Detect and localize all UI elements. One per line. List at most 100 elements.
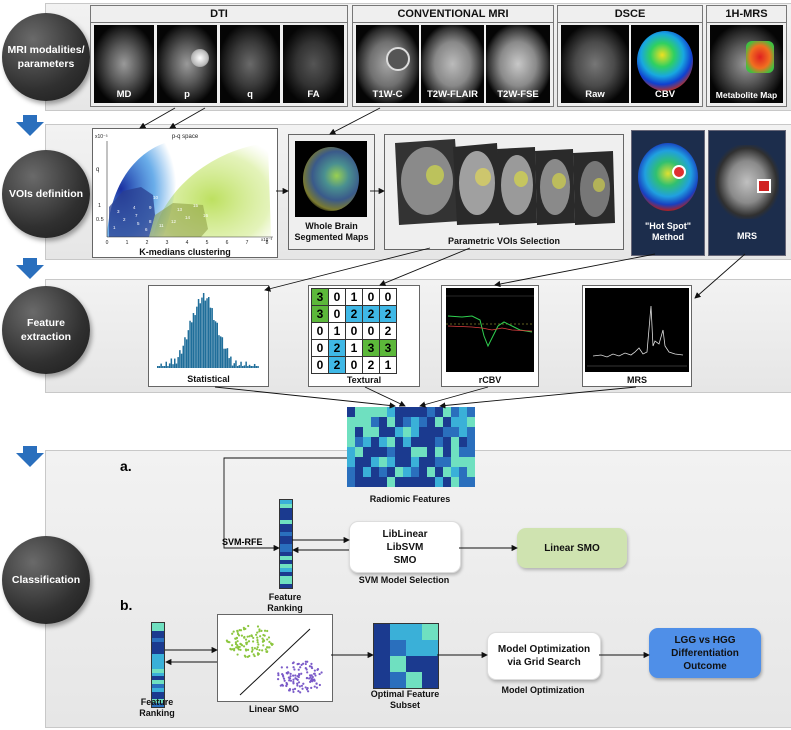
feature-cell: [152, 680, 164, 685]
feature-cell: [403, 467, 411, 477]
cluster-label: 2: [123, 217, 126, 222]
smo-point-green: [265, 646, 269, 649]
feature-cell: [152, 630, 164, 635]
thumb-p: p: [157, 25, 217, 103]
glcm-cell: 0: [311, 356, 329, 374]
thumb-t1wc-label: T1W-C: [372, 89, 403, 100]
segmented-map: [295, 141, 367, 217]
linear-smo-text: Linear SMO: [544, 542, 600, 554]
thumb-metabolite-map: Metabolite Map: [710, 25, 783, 103]
smo-point-green: [238, 645, 241, 649]
stage-arrows: [16, 115, 44, 467]
smo-point-purple: [296, 682, 299, 685]
histogram-bar: [257, 366, 259, 368]
smo-point-green: [236, 629, 239, 632]
feature-cell: [152, 699, 164, 704]
smo-point-green: [256, 652, 260, 655]
smo-point-purple: [281, 683, 284, 686]
smo-point-green: [237, 645, 240, 649]
smo-point-green: [242, 645, 246, 648]
feature-cell: [443, 457, 451, 467]
outcome-box: LGG vs HGG Differentiation Outcome: [649, 628, 761, 678]
model-optimization-box: Model Optimization via Grid Search: [487, 632, 601, 680]
glcm-cell: 0: [362, 288, 380, 306]
feature-cell: [411, 427, 419, 437]
feature-cell: [427, 427, 435, 437]
histogram-bar: [233, 363, 235, 368]
radiomic-features-map: [347, 407, 475, 487]
feature-cell: [363, 437, 371, 447]
feature-cell: [411, 417, 419, 427]
histogram-bar: [208, 297, 210, 368]
thumb-md: MD: [94, 25, 154, 103]
feature-cell: [435, 477, 443, 487]
panel-dsce-title: DSCE: [558, 6, 702, 23]
voi-slices-svg: [395, 139, 615, 225]
histogram-bar: [191, 322, 193, 368]
x-tick-label: 7: [246, 240, 249, 246]
smo-point-green: [235, 637, 238, 640]
feature-cell: [467, 437, 475, 447]
feature-cell: [280, 552, 292, 556]
feature-cell: [467, 467, 475, 477]
histogram-bar: [240, 361, 242, 368]
glcm-cell: 1: [345, 288, 363, 306]
histogram-bar: [204, 300, 207, 368]
cluster-label: 12: [171, 219, 177, 224]
feature-cell: [371, 417, 379, 427]
scatter-x-exp: x10⁻³: [261, 237, 273, 242]
histogram-bar: [213, 320, 215, 368]
smo-point-green: [251, 646, 254, 649]
thumb-t2w-flair: T2W-FLAIR: [421, 25, 484, 103]
feature-cell: [371, 477, 379, 487]
lesion-ring: [386, 47, 410, 71]
cluster-label: 7: [135, 213, 138, 218]
x-tick-label: 4: [186, 240, 189, 246]
feature-cell: [435, 437, 443, 447]
feature-cell: [280, 576, 292, 580]
feature-cell: [152, 695, 164, 700]
smo-point-purple: [285, 684, 288, 688]
pq-scatter-svg: p-q space x10⁻³ q 1 0.5 1234567891011121…: [95, 134, 273, 246]
smo-scatter-svg: [225, 624, 323, 696]
thumb-fa-label: FA: [307, 89, 320, 100]
histogram-bar: [228, 358, 230, 368]
smo-point-purple: [304, 662, 307, 666]
scatter-y-exp: x10⁻³: [95, 134, 108, 140]
cluster-label: 4: [133, 205, 136, 210]
feature-cell: [451, 427, 459, 437]
histogram-bar: [230, 356, 232, 368]
feature-cell: [347, 477, 355, 487]
histogram-bar: [170, 358, 173, 368]
smo-point-purple: [300, 663, 303, 666]
feature-cell: [371, 427, 379, 437]
smo-point-purple: [286, 666, 289, 669]
histogram-bar: [218, 335, 220, 368]
hotspot-caption: "Hot Spot" Method: [644, 221, 692, 242]
feature-cell: [427, 437, 435, 447]
smo-point-green: [256, 636, 259, 639]
smo-point-purple: [310, 662, 313, 665]
cbv-map: [637, 31, 693, 91]
radiomic-caption: Radiomic Features: [369, 494, 451, 504]
histogram-bar: [160, 363, 162, 368]
histogram-bar: [189, 320, 191, 368]
histogram-bar: [202, 293, 205, 368]
feature-cell: [152, 691, 164, 696]
smo-point-green: [239, 648, 242, 651]
histogram-bar: [177, 357, 179, 368]
feature-cell: [374, 656, 390, 672]
thumb-flair-label: T2W-FLAIR: [427, 89, 478, 100]
panel-segmented: Whole Brain Segmented Maps: [288, 134, 375, 250]
feature-cell: [355, 427, 363, 437]
smo-point-green: [256, 646, 259, 649]
smo-point-purple: [296, 663, 299, 666]
feature-cell: [427, 467, 435, 477]
scatter-y-axis-label: q: [96, 167, 99, 173]
feature-cell: [406, 624, 422, 640]
statistical-caption: Statistical: [187, 374, 230, 384]
feature-cell: [280, 564, 292, 568]
panel-dti-title: DTI: [91, 6, 347, 23]
x-tick-label: 2: [146, 240, 149, 246]
